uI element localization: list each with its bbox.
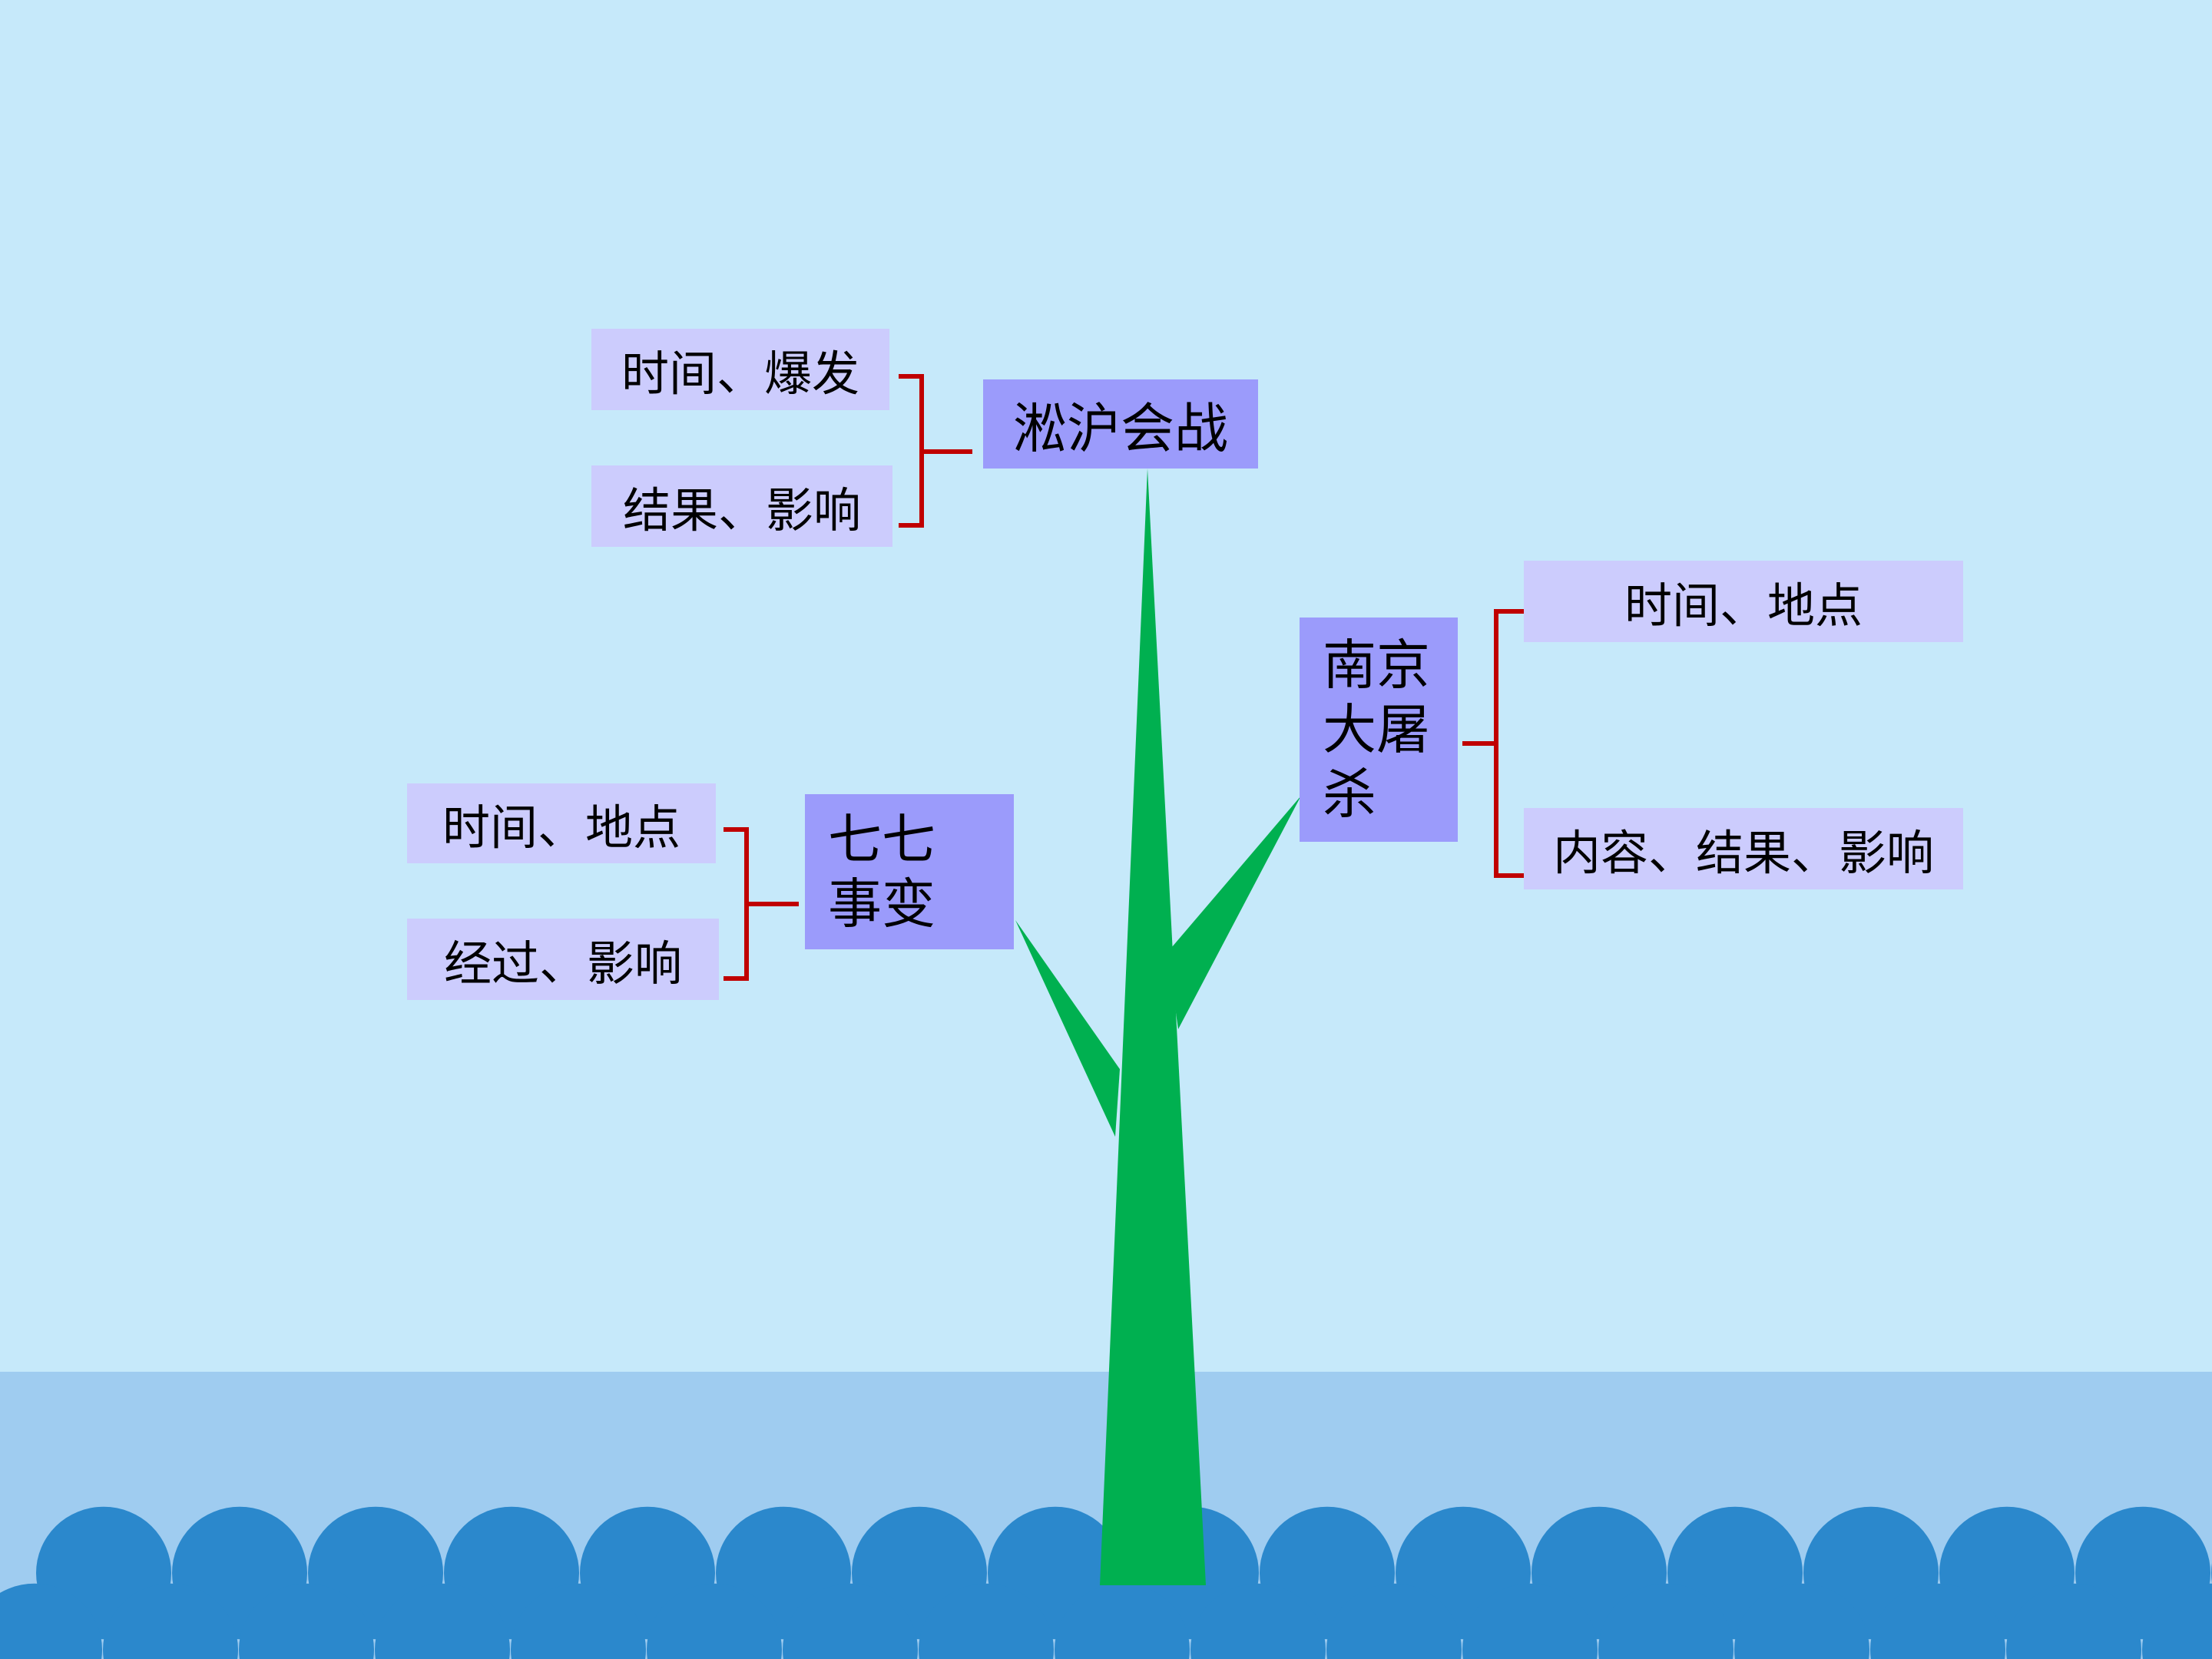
wave-scallop — [2006, 1583, 2141, 1659]
wave-scallop — [1598, 1583, 1734, 1659]
bracket-nanjing — [1462, 609, 1524, 878]
wave-scallop — [1190, 1583, 1326, 1659]
wave-scallop — [239, 1583, 374, 1659]
nanjing-item-1: 时间、地点 — [1524, 561, 1963, 642]
tree-trunk-branches — [1015, 469, 1301, 1585]
tree-branch-left — [1015, 920, 1120, 1137]
wave-scallop — [375, 1583, 510, 1659]
wave-scallop — [1462, 1583, 1598, 1659]
songhu-item-1: 时间、爆发 — [591, 329, 889, 410]
songhu-item-2-label: 结果、影响 — [622, 482, 861, 538]
wave-scallop — [2142, 1583, 2212, 1659]
songhu-item-2: 结果、影响 — [591, 465, 892, 547]
wave-scallop — [647, 1583, 782, 1659]
wave-scallop — [103, 1583, 238, 1659]
qiqi-item-2: 经过、影响 — [407, 919, 719, 1000]
wave-scallop — [783, 1583, 918, 1659]
wave-scallop — [1870, 1583, 2005, 1659]
nanjing-item-1-label: 时间、地点 — [1624, 578, 1863, 634]
node-nanjing: 南京 大屠 杀 — [1300, 618, 1458, 842]
nanjing-item-2-label: 内容、结果、影响 — [1552, 825, 1934, 881]
node-songhu: 淞沪会战 — [983, 379, 1258, 469]
qiqi-item-2-label: 经过、影响 — [443, 935, 682, 992]
wave-scallop — [0, 1583, 102, 1659]
qiqi-item-1-label: 时间、地点 — [442, 800, 680, 856]
node-nanjing-title-line-2: 大屠 — [1323, 698, 1430, 761]
nanjing-item-2: 内容、结果、影响 — [1524, 808, 1963, 889]
waves-front-row — [0, 1583, 2212, 1659]
wave-scallop — [1055, 1583, 1190, 1659]
songhu-item-1-label: 时间、爆发 — [621, 346, 859, 402]
node-qiqi-title-line-2: 事变 — [828, 873, 935, 935]
wave-scallop — [511, 1583, 646, 1659]
connector-brackets — [724, 374, 1524, 981]
bracket-songhu — [899, 374, 972, 528]
node-nanjing-title-line-1: 南京 — [1323, 634, 1430, 697]
node-nanjing-title-line-3: 杀 — [1323, 763, 1376, 826]
tree-trunk — [1100, 469, 1206, 1585]
node-qiqi: 七七 事变 — [805, 794, 1014, 949]
bracket-qiqi — [724, 827, 799, 981]
qiqi-item-1: 时间、地点 — [407, 783, 716, 863]
wave-scallop — [919, 1583, 1054, 1659]
node-songhu-title: 淞沪会战 — [1013, 396, 1228, 460]
wave-scallop — [1326, 1583, 1462, 1659]
node-qiqi-title-line-1: 七七 — [828, 808, 935, 871]
wave-scallop — [1734, 1583, 1869, 1659]
tree-branch-right — [1167, 796, 1301, 1029]
